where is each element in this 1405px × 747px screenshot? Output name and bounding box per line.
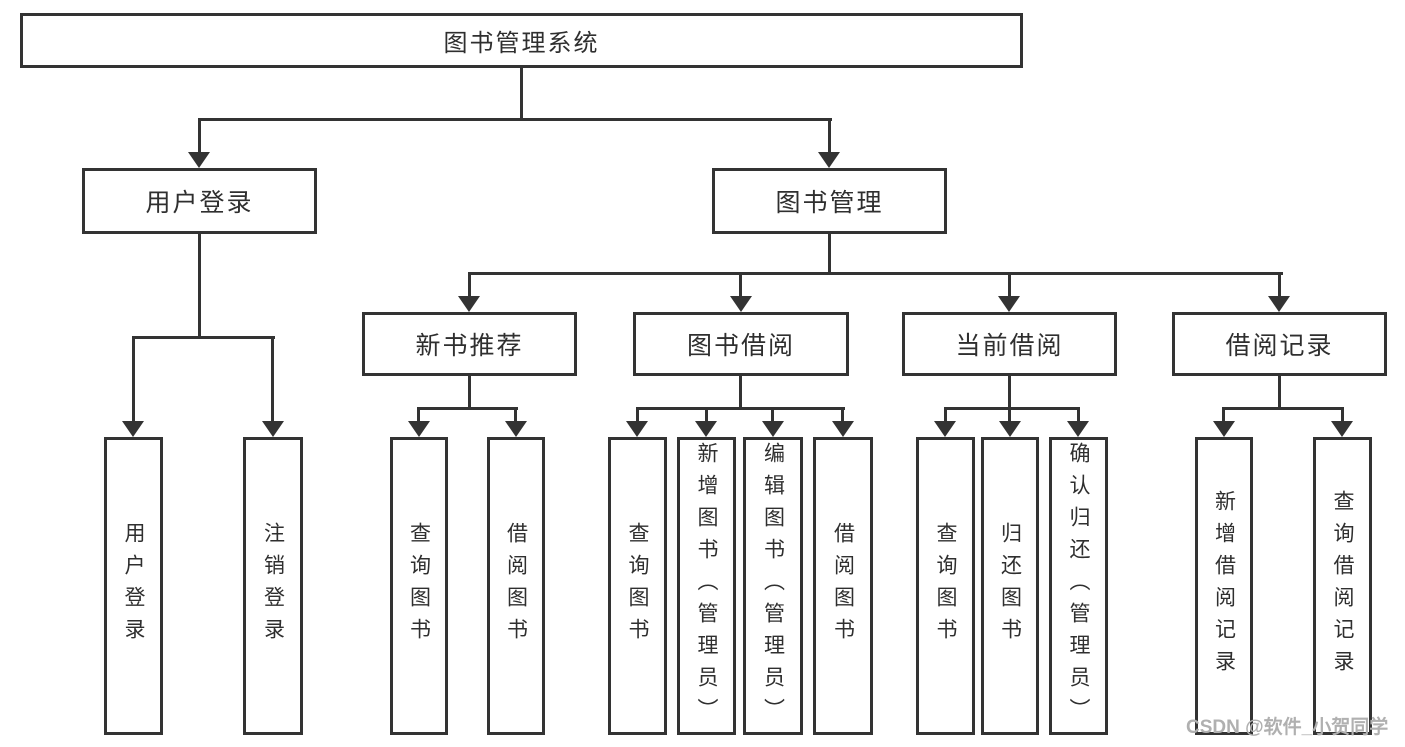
arrowhead-new-book-recommend <box>458 296 480 312</box>
leaf-logout-label: 注销登录 <box>261 522 285 650</box>
connector-leaf3-shaft <box>417 407 420 423</box>
leaf-user-login-label: 用户登录 <box>122 522 145 650</box>
leaf-query-book-1-label: 查询图书 <box>407 522 431 650</box>
arrowhead-leaf-user-login <box>122 421 144 437</box>
leaf-add-book-admin-label: 新增图书（管理员） <box>695 442 718 730</box>
leaf-borrow-book-1-label: 借阅图书 <box>504 522 528 650</box>
connector-leaf-logout-shaft <box>271 336 274 423</box>
connector-user-login-shaft <box>198 118 201 154</box>
leaf-query-book-2-label: 查询图书 <box>626 522 649 650</box>
leaf-user-login: 用户登录 <box>104 437 163 735</box>
node-user-login: 用户登录 <box>82 168 317 234</box>
connector-leaf5-shaft <box>636 407 639 423</box>
connector-level3-split <box>469 272 1283 275</box>
leaf-borrow-book-2-label: 借阅图书 <box>831 522 855 650</box>
connector-user-split <box>132 336 275 339</box>
node-book-borrow: 图书借阅 <box>633 312 849 376</box>
node-root-label: 图书管理系统 <box>443 30 600 57</box>
arrowhead-borrow-record <box>1268 296 1290 312</box>
node-book-management: 图书管理 <box>712 168 947 234</box>
connector-new-book-shaft <box>468 272 471 298</box>
connector-current-borrow-shaft <box>1008 272 1011 298</box>
node-book-management-label: 图书管理 <box>775 189 884 217</box>
connector-leaf8-shaft <box>841 407 844 423</box>
connector-leaf9-shaft <box>944 407 947 423</box>
leaf-logout: 注销登录 <box>243 437 303 735</box>
arrowhead-leaf-query-book-2 <box>626 421 648 437</box>
connector-root-drop <box>520 68 523 121</box>
node-new-book-recommend: 新书推荐 <box>362 312 577 376</box>
leaf-query-book-2: 查询图书 <box>608 437 667 735</box>
arrowhead-leaf-add-book-admin <box>695 421 717 437</box>
arrowhead-leaf-query-borrow-record <box>1331 421 1353 437</box>
node-user-login-label: 用户登录 <box>145 189 254 217</box>
connector-leaf10-shaft <box>1008 407 1011 423</box>
node-current-borrow-label: 当前借阅 <box>955 332 1064 360</box>
node-current-borrow: 当前借阅 <box>902 312 1117 376</box>
leaf-return-book-label: 归还图书 <box>998 522 1022 650</box>
connector-leaf7-shaft <box>771 407 774 423</box>
connector-new-book-split <box>418 407 518 410</box>
arrowhead-leaf-edit-book-admin <box>762 421 784 437</box>
connector-leaf4-shaft <box>514 407 517 423</box>
connector-borrow-record-drop <box>1278 376 1281 409</box>
connector-book-borrow-split <box>636 407 845 410</box>
arrowhead-leaf-logout <box>262 421 284 437</box>
leaf-query-borrow-record: 查询借阅记录 <box>1313 437 1372 735</box>
connector-leaf11-shaft <box>1077 407 1080 423</box>
connector-leaf6-shaft <box>705 407 708 423</box>
leaf-add-borrow-record: 新增借阅记录 <box>1195 437 1253 735</box>
leaf-return-book: 归还图书 <box>981 437 1039 735</box>
leaf-confirm-return-admin-label: 确认归还（管理员） <box>1067 442 1090 730</box>
connector-borrow-record-split <box>1222 407 1344 410</box>
connector-level2-split <box>198 118 832 121</box>
arrowhead-book-management <box>818 152 840 168</box>
arrowhead-leaf-borrow-book-1 <box>505 421 527 437</box>
connector-leaf-user-login-shaft <box>132 336 135 423</box>
leaf-edit-book-admin-label: 编辑图书（管理员） <box>761 442 785 730</box>
leaf-query-book-3-label: 查询图书 <box>934 522 957 650</box>
arrowhead-leaf-query-book-3 <box>934 421 956 437</box>
leaf-query-book-1: 查询图书 <box>390 437 448 735</box>
leaf-borrow-book-2: 借阅图书 <box>813 437 873 735</box>
node-borrow-record: 借阅记录 <box>1172 312 1387 376</box>
node-new-book-recommend-label: 新书推荐 <box>415 332 524 360</box>
connector-leaf13-shaft <box>1341 407 1344 423</box>
connector-book-drop <box>828 234 831 275</box>
arrowhead-leaf-confirm-return <box>1067 421 1089 437</box>
node-borrow-record-label: 借阅记录 <box>1225 332 1334 360</box>
leaf-confirm-return-admin: 确认归还（管理员） <box>1049 437 1108 735</box>
connector-book-borrow-drop <box>739 376 742 409</box>
arrowhead-leaf-query-book-1 <box>408 421 430 437</box>
leaf-borrow-book-1: 借阅图书 <box>487 437 545 735</box>
connector-book-management-shaft <box>828 118 831 154</box>
arrowhead-leaf-borrow-book-2 <box>832 421 854 437</box>
connector-user-drop <box>198 234 201 338</box>
connector-borrow-record-shaft <box>1278 272 1281 298</box>
connector-current-borrow-drop <box>1008 376 1011 409</box>
arrowhead-book-borrow <box>730 296 752 312</box>
arrowhead-leaf-return-book <box>999 421 1021 437</box>
leaf-query-borrow-record-label: 查询借阅记录 <box>1331 490 1354 682</box>
leaf-query-book-3: 查询图书 <box>916 437 975 735</box>
connector-leaf12-shaft <box>1222 407 1225 423</box>
leaf-add-book-admin: 新增图书（管理员） <box>677 437 736 735</box>
arrowhead-user-login <box>188 152 210 168</box>
node-book-borrow-label: 图书借阅 <box>686 332 795 360</box>
leaf-add-borrow-record-label: 新增借阅记录 <box>1212 490 1236 682</box>
arrowhead-leaf-add-borrow-record <box>1213 421 1235 437</box>
leaf-edit-book-admin: 编辑图书（管理员） <box>743 437 803 735</box>
csdn-watermark: CSDN @软件_小贺同学 <box>1186 717 1389 738</box>
connector-current-borrow-split <box>944 407 1080 410</box>
arrowhead-current-borrow <box>998 296 1020 312</box>
connector-book-borrow-shaft <box>739 272 742 298</box>
node-root: 图书管理系统 <box>20 13 1023 68</box>
connector-new-book-drop <box>468 376 471 409</box>
